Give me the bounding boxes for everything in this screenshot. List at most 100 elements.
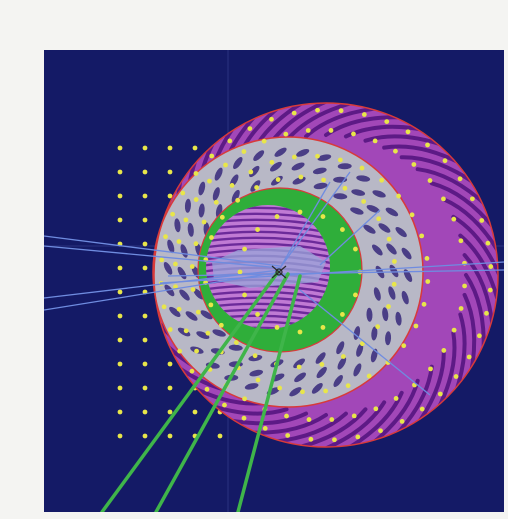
ring-dot bbox=[484, 310, 489, 316]
ring-dot bbox=[229, 183, 235, 188]
middle-oval bbox=[212, 187, 220, 201]
middle-oval bbox=[185, 311, 198, 321]
middle-oval bbox=[388, 286, 396, 300]
ring-dot bbox=[204, 386, 210, 392]
grid-dot bbox=[117, 193, 123, 199]
middle-oval bbox=[271, 373, 285, 382]
blue-line bbox=[44, 245, 281, 269]
ring-dot bbox=[376, 216, 382, 222]
ring-dot bbox=[419, 233, 425, 239]
blue-lines bbox=[44, 171, 504, 396]
ring-dot bbox=[378, 428, 383, 434]
middle-oval bbox=[385, 331, 392, 346]
grid-dot bbox=[217, 433, 223, 439]
ring-dot bbox=[386, 304, 391, 309]
ring-dot bbox=[345, 383, 351, 389]
ring-dot bbox=[193, 171, 199, 176]
ring-dot bbox=[205, 330, 211, 336]
ring-dot bbox=[340, 312, 345, 317]
ring-dot bbox=[441, 348, 447, 353]
ring-dot bbox=[227, 138, 233, 144]
middle-oval bbox=[270, 161, 282, 172]
grid-dot bbox=[167, 433, 173, 439]
grid-dot bbox=[117, 361, 123, 367]
middle-oval bbox=[231, 189, 240, 203]
middle-oval bbox=[163, 262, 173, 275]
ring-dot bbox=[242, 292, 247, 298]
grid-dot bbox=[117, 217, 123, 223]
middle-oval bbox=[296, 149, 310, 157]
middle-oval bbox=[350, 207, 364, 215]
middle-oval bbox=[389, 264, 399, 278]
ring-dot bbox=[338, 108, 344, 114]
ring-dot bbox=[306, 417, 312, 422]
blue-line bbox=[167, 269, 504, 277]
ring-dot bbox=[284, 413, 289, 419]
ring-dot bbox=[399, 418, 405, 424]
ring-dot bbox=[329, 417, 335, 422]
ring-dot bbox=[261, 138, 267, 144]
ring-dot bbox=[428, 366, 433, 372]
middle-oval bbox=[228, 344, 243, 351]
ring-dot bbox=[419, 406, 425, 412]
ring-dot bbox=[321, 177, 326, 183]
ring-dot bbox=[351, 131, 356, 137]
ring-dot bbox=[274, 214, 280, 219]
core-stripe bbox=[206, 290, 330, 302]
ring-dot bbox=[379, 177, 385, 183]
middle-oval bbox=[249, 165, 260, 178]
diagram-content bbox=[44, 102, 504, 512]
ring-dot bbox=[300, 389, 305, 395]
middle-oval bbox=[317, 154, 332, 161]
ring-dot bbox=[195, 309, 201, 315]
core-stripe bbox=[206, 242, 330, 254]
ring-dot bbox=[320, 214, 326, 219]
ring-dot bbox=[222, 402, 227, 408]
ring-dot bbox=[462, 283, 467, 289]
middle-oval bbox=[187, 222, 194, 237]
middle-oval bbox=[382, 307, 389, 322]
grid-dot bbox=[117, 265, 123, 271]
ring-dot bbox=[285, 433, 291, 438]
ring-dot bbox=[409, 212, 415, 218]
ring-dot bbox=[297, 329, 303, 335]
middle-oval bbox=[249, 369, 264, 377]
ring-dot bbox=[466, 354, 472, 360]
grid-dot bbox=[142, 193, 148, 199]
middle-oval bbox=[198, 203, 205, 218]
grid-dot bbox=[117, 145, 123, 151]
ring-dot bbox=[201, 219, 207, 225]
ring-dot bbox=[359, 341, 365, 347]
ring-dot bbox=[332, 437, 337, 443]
ring-dot bbox=[441, 196, 446, 202]
middle-oval bbox=[366, 307, 373, 322]
ring-dot bbox=[405, 129, 411, 135]
grid-dot bbox=[142, 409, 148, 415]
ring-dot bbox=[291, 154, 297, 160]
ring-dot bbox=[437, 391, 443, 397]
middle-oval bbox=[177, 327, 191, 337]
grid-dot bbox=[117, 337, 123, 343]
ring-dot bbox=[223, 162, 228, 168]
ring-dot bbox=[340, 227, 345, 232]
ring-dot bbox=[252, 353, 258, 359]
ring-dot bbox=[170, 211, 175, 217]
middle-oval bbox=[193, 288, 204, 300]
grid-dot bbox=[167, 193, 173, 199]
ring-dot bbox=[488, 264, 494, 269]
middle-oval bbox=[312, 167, 327, 175]
ring-dot bbox=[457, 176, 463, 182]
grid-dot bbox=[117, 385, 123, 391]
ring-dot bbox=[323, 388, 329, 394]
ring-dot bbox=[477, 333, 482, 339]
ring-dot bbox=[177, 348, 183, 354]
core-stripe bbox=[206, 236, 330, 248]
ring-dot bbox=[237, 269, 243, 275]
ring-dot bbox=[296, 364, 302, 370]
ring-dot bbox=[209, 153, 215, 159]
ring-dot bbox=[163, 234, 168, 240]
middle-oval bbox=[401, 290, 409, 305]
ring-dot bbox=[209, 235, 214, 240]
middle-oval bbox=[337, 163, 352, 170]
